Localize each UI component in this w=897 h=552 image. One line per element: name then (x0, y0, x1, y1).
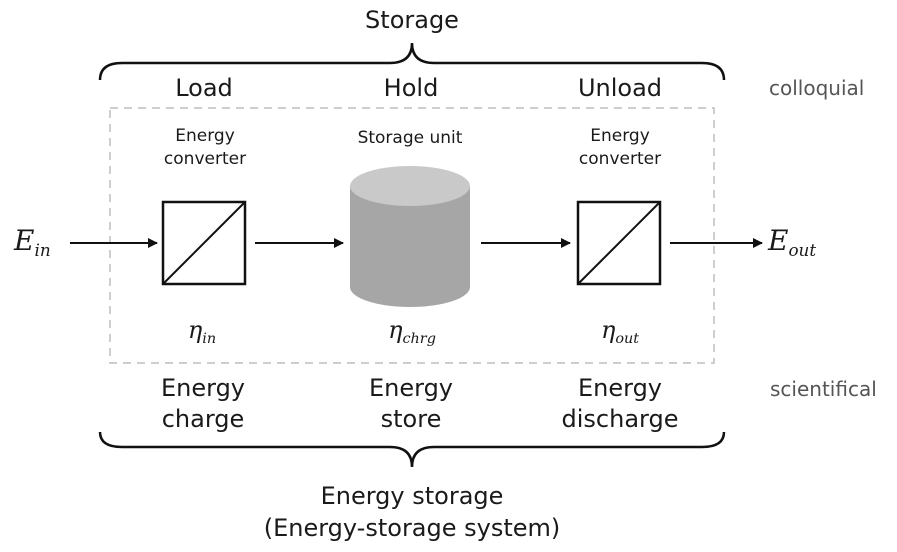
input-converter-title: Energy converter (164, 125, 246, 171)
eta-in-symbol: η (187, 316, 203, 344)
energy-storage-system-label: Energy storage (Energy-storage system) (264, 480, 561, 544)
output-converter-title-line2: converter (578, 149, 662, 169)
output-converter-title-line1: Energy (590, 126, 650, 146)
storage-label: Storage (365, 6, 459, 34)
energy-in-label: Ein (14, 224, 51, 260)
unload-label: Unload (577, 74, 663, 102)
storage-unit-title: Storage unit (357, 128, 463, 148)
eta-in-label: ηin (188, 316, 216, 347)
energy-out-label: Eout (768, 224, 816, 260)
energy-out-subscript: out (788, 239, 817, 260)
eta-in-subscript: in (202, 331, 217, 348)
input-converter-title-line1: Energy (175, 126, 235, 146)
colloquial-tag: colloquial (769, 76, 865, 100)
energy-store-label: Energy store (369, 373, 453, 435)
energy-store-line1: Energy (368, 374, 454, 402)
energy-charge-line1: Energy (160, 374, 246, 402)
eta-chrg-symbol: η (388, 316, 403, 344)
eta-out-label: ηout (601, 316, 639, 347)
energy-storage-line1: Energy storage (320, 482, 504, 510)
storage-cylinder (350, 166, 470, 307)
energy-in-symbol: E (14, 224, 35, 257)
eta-chrg-subscript: chrg (402, 331, 436, 348)
eta-out-symbol: η (600, 316, 616, 344)
input-converter-box (161, 200, 247, 286)
energy-charge-line2: charge (161, 405, 245, 433)
eta-out-subscript: out (615, 331, 640, 348)
energy-store-line2: store (380, 405, 442, 433)
hold-label: Hold (383, 74, 439, 102)
energy-charge-label: Energy charge (161, 373, 245, 435)
load-label: Load (175, 74, 233, 102)
input-converter-title-line2: converter (163, 149, 247, 169)
eta-chrg-label: ηchrg (388, 316, 436, 347)
bottom-brace (98, 431, 726, 468)
energy-in-subscript: in (34, 239, 51, 260)
energy-discharge-label: Energy discharge (562, 373, 679, 435)
energy-storage-line2: (Energy-storage system) (263, 514, 561, 542)
energy-out-symbol: E (768, 224, 789, 257)
top-brace (98, 42, 726, 81)
scientifical-tag: scientifical (770, 377, 877, 401)
energy-discharge-line1: Energy (577, 374, 663, 402)
energy-discharge-line2: discharge (561, 405, 679, 433)
output-converter-title: Energy converter (579, 125, 661, 171)
system-boundary (109, 107, 715, 364)
output-converter-box (576, 200, 662, 286)
